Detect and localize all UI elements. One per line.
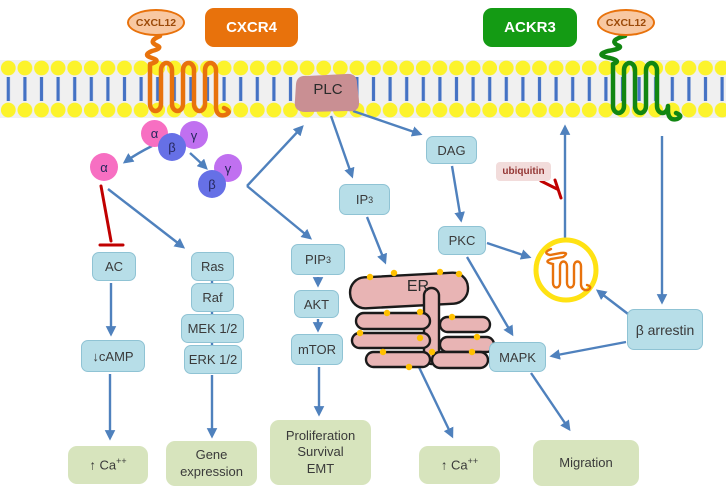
arrow-gbetagamma-to-plc: [246, 125, 304, 187]
er-label: ER: [406, 278, 430, 295]
node-ras: Ras: [191, 252, 234, 281]
g-beta-complex: β: [158, 133, 186, 161]
arrow-er-to-calcium: [415, 362, 454, 439]
cxcr4-receptor-shape: [144, 33, 231, 118]
arrow-galpha-to-ras: [107, 188, 186, 249]
inhibit-galpha-to-ac-stem: [99, 184, 113, 243]
ip3-subscript: 3: [368, 194, 374, 205]
calcium-left-sup: ++: [116, 456, 127, 467]
node-camp: ↓cAMP: [81, 340, 145, 372]
outcome-gene-expression: Gene expression: [166, 441, 257, 486]
outcome-calcium-left: ↑ Ca++: [68, 446, 148, 484]
g-alpha-free: α: [90, 153, 118, 181]
arrow-dag-to-pkc: [450, 165, 465, 223]
pip3-subscript: 3: [325, 254, 331, 265]
outcome-proliferation: Proliferation Survival EMT: [270, 420, 371, 485]
arrow-gbetagamma-to-pip3: [246, 185, 313, 240]
proliferation-line-2: Survival: [297, 444, 344, 460]
outcome-migration: Migration: [533, 440, 639, 486]
arrows: [104, 109, 668, 441]
node-dag: DAG: [426, 136, 477, 164]
arrow-beta-arrestin-to-endosome: [595, 289, 633, 318]
ackr3-receptor-shape: [599, 33, 683, 122]
pip3-text: PIP: [305, 252, 326, 267]
er-calcium-channels: [356, 268, 481, 371]
inhibit-ubiquitin-bar: [553, 178, 563, 200]
cxcl12-ligand-left: CXCL12: [127, 9, 185, 36]
arrow-mapk-to-migration: [530, 372, 571, 432]
arrow-beta-arrestin-to-mapk: [549, 340, 627, 360]
node-mtor: mTOR: [291, 334, 343, 365]
calcium-right-text: ↑ Ca++: [441, 456, 478, 474]
plc-blob: [294, 73, 360, 112]
ubiquitin-label: ubiquitin: [496, 162, 551, 181]
node-mek: MEK 1/2: [181, 314, 244, 343]
inhibition-lines: [98, 178, 563, 247]
er-organelle: [348, 268, 496, 371]
calcium-right-sup: ++: [467, 456, 479, 467]
node-beta-arrestin: β arrestin: [627, 309, 703, 350]
ip3-text: IP: [355, 192, 369, 207]
g-beta-free: β: [198, 170, 226, 198]
arrow-plc-to-ip3: [329, 115, 355, 179]
internalized-receptor-shape: [545, 247, 592, 292]
plc-label: PLC: [313, 81, 343, 98]
node-raf: Raf: [191, 283, 234, 312]
plasma-membrane: [0, 60, 726, 118]
endosome: [533, 237, 599, 303]
arrow-complex-to-galpha: [122, 144, 153, 164]
node-pkc: PKC: [438, 226, 486, 255]
node-akt: AKT: [294, 290, 339, 318]
cxcr4-label: CXCR4: [205, 8, 298, 47]
calcium-left-base: ↑ Ca: [89, 457, 117, 473]
cxcl12-ligand-right: CXCL12: [597, 9, 655, 36]
node-mapk: MAPK: [489, 342, 546, 372]
arrow-plc-to-dag: [352, 109, 423, 137]
node-erk: ERK 1/2: [184, 345, 242, 374]
proliferation-line-1: Proliferation: [285, 428, 356, 444]
node-ac: AC: [92, 252, 136, 281]
ackr3-label: ACKR3: [483, 8, 577, 47]
outcome-calcium-right: ↑ Ca++: [419, 446, 500, 484]
proliferation-line-3: EMT: [306, 460, 335, 476]
calcium-right-base: ↑ Ca: [440, 457, 468, 473]
inhibit-ubiquitin-stem: [539, 179, 559, 191]
calcium-left-text: ↑ Ca++: [89, 456, 126, 474]
arrow-pkc-to-mapk: [465, 256, 514, 337]
arrow-ip3-to-er: [365, 216, 387, 265]
arrow-complex-to-gbetagamma: [189, 152, 208, 170]
arrow-pkc-to-endosome: [486, 241, 532, 260]
